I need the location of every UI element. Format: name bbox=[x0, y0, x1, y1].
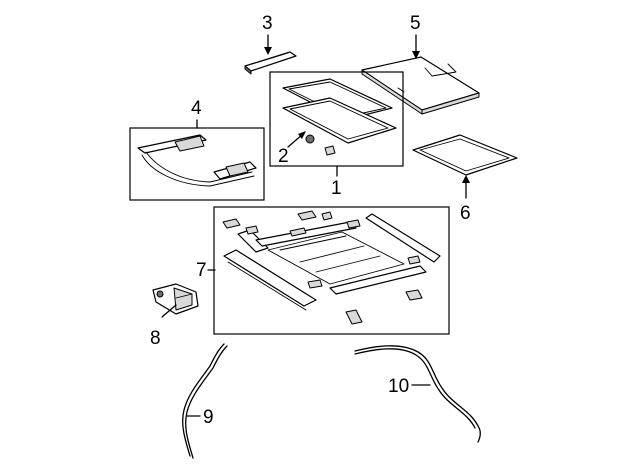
callout-6: 6 bbox=[460, 175, 471, 224]
svg-text:4: 4 bbox=[191, 98, 202, 119]
callout-5: 5 bbox=[410, 13, 421, 59]
svg-text:1: 1 bbox=[331, 178, 342, 199]
callout-9: 9 bbox=[186, 407, 214, 428]
svg-text:6: 6 bbox=[460, 203, 471, 224]
callout-10: 10 bbox=[388, 376, 431, 397]
svg-text:3: 3 bbox=[262, 13, 273, 34]
callout-8: 8 bbox=[150, 304, 177, 349]
part-2-clip[interactable] bbox=[305, 134, 315, 144]
part-1-glass-assembly-box[interactable] bbox=[269, 71, 404, 167]
svg-text:2: 2 bbox=[278, 146, 289, 167]
part-10-drain-hose[interactable] bbox=[354, 345, 481, 443]
part-5-sunshade[interactable] bbox=[361, 56, 480, 115]
part-7-housing-box[interactable] bbox=[213, 206, 450, 335]
callout-4: 4 bbox=[191, 98, 202, 129]
callout-2: 2 bbox=[278, 131, 306, 167]
svg-text:8: 8 bbox=[150, 328, 161, 349]
part-8-motor[interactable] bbox=[152, 283, 199, 315]
callout-1: 1 bbox=[331, 165, 342, 199]
part-4-rail-box[interactable] bbox=[129, 127, 265, 201]
svg-text:7: 7 bbox=[196, 260, 207, 281]
part-3-deflector[interactable] bbox=[244, 51, 297, 75]
callout-3: 3 bbox=[262, 13, 273, 55]
svg-text:9: 9 bbox=[203, 407, 214, 428]
part-6-frame[interactable] bbox=[412, 134, 518, 176]
svg-text:10: 10 bbox=[388, 376, 409, 397]
svg-text:5: 5 bbox=[410, 13, 421, 34]
part-9-drain-hose[interactable] bbox=[182, 343, 228, 459]
callout-7: 7 bbox=[196, 260, 216, 281]
